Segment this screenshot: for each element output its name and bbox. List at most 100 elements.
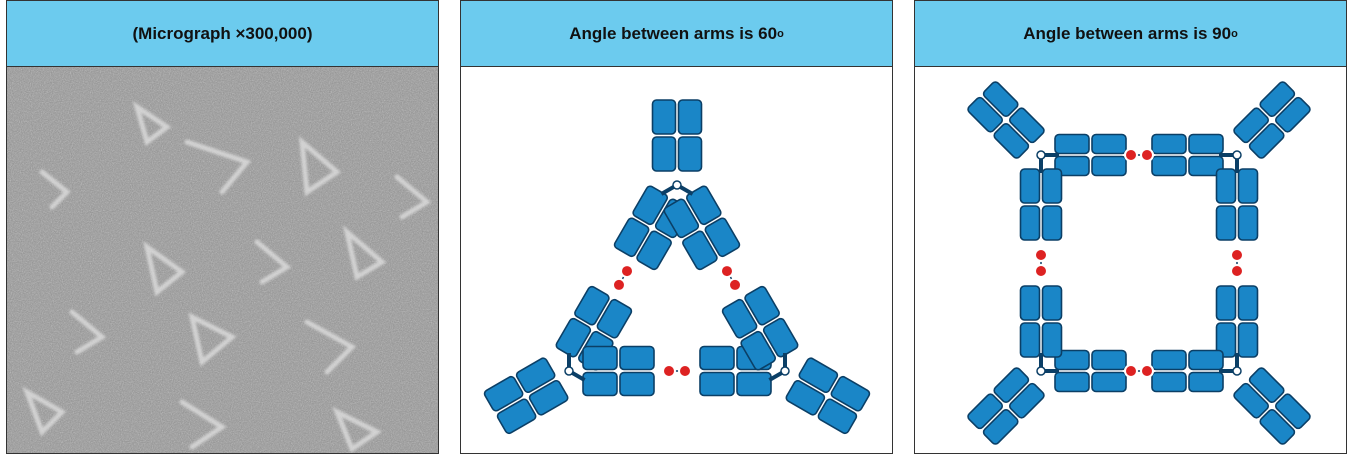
micrograph-caption-text: (Micrograph ×300,000) (132, 23, 313, 43)
domain-block (1274, 96, 1311, 133)
domain-block (1237, 322, 1259, 358)
disulfide-bond-icon (1034, 248, 1048, 278)
domain-block (1233, 107, 1270, 144)
domain-block (1248, 367, 1285, 404)
domain-block (993, 367, 1030, 404)
domain-block (1019, 285, 1041, 321)
domain-block (1091, 133, 1127, 155)
domain-block (574, 285, 610, 326)
domain-block (596, 298, 633, 339)
domain-block (1151, 133, 1187, 155)
domain-block (677, 136, 703, 172)
domain-block (1188, 155, 1224, 177)
domain-block (663, 198, 700, 239)
domain-block (1091, 371, 1127, 393)
fab-arm (651, 99, 703, 172)
domain-block (1041, 322, 1063, 358)
domain-block (496, 398, 537, 435)
fab-arm (1054, 349, 1127, 393)
square-caption-text: Angle between arms is 90 (1023, 23, 1232, 43)
fab-arm (785, 357, 871, 435)
hinge-icon (564, 353, 586, 382)
domain-block (1008, 107, 1045, 144)
disulfide-bond-icon (611, 264, 635, 292)
fab-arm (721, 285, 799, 371)
domain-block (721, 298, 758, 339)
domain-block (1091, 349, 1127, 371)
domain-block (1188, 371, 1224, 393)
fab-arm (1019, 168, 1063, 241)
domain-block (699, 371, 735, 397)
hinge-icon (660, 180, 694, 196)
domain-block (967, 393, 1004, 430)
domain-block (798, 357, 839, 394)
domain-block (982, 408, 1019, 445)
domain-block (736, 371, 772, 397)
micrograph-panel: (Micrograph ×300,000) (6, 0, 439, 454)
fab-arm (1151, 349, 1224, 393)
domain-block (762, 317, 799, 358)
domain-block (1054, 155, 1090, 177)
domain-block (1274, 393, 1311, 430)
disulfide-bond-icon (1124, 148, 1154, 162)
hinge-icon (768, 353, 790, 382)
hinge-icon (1036, 353, 1059, 376)
domain-block (1151, 349, 1187, 371)
domain-block (619, 345, 655, 371)
square-diagram (915, 67, 1346, 453)
domain-block (651, 99, 677, 135)
domain-block (619, 371, 655, 397)
triangle-diagram (461, 67, 892, 453)
domain-block (555, 317, 592, 358)
domain-block (1248, 122, 1285, 159)
domain-block (744, 285, 780, 326)
disulfide-bond-icon (1124, 364, 1154, 378)
domain-block (1041, 285, 1063, 321)
domain-block (704, 217, 741, 258)
domain-block (967, 96, 1004, 133)
fab-arm (1233, 367, 1311, 445)
micrograph-caption: (Micrograph ×300,000) (7, 1, 438, 67)
domain-block (982, 81, 1019, 118)
domain-block (1233, 382, 1270, 419)
disulfide-bond-icon (662, 364, 692, 378)
fab-arm (1215, 168, 1259, 241)
domain-block (699, 345, 735, 371)
square-antibody-tetramer (967, 81, 1311, 445)
fab-arm (967, 367, 1045, 445)
fab-arm (1054, 133, 1127, 177)
domain-block (1215, 285, 1237, 321)
domain-block (1237, 285, 1259, 321)
hinge-icon (1036, 150, 1059, 173)
domain-block (1008, 382, 1045, 419)
fab-arm (483, 357, 569, 435)
domain-block (740, 330, 777, 371)
fab-arm (1151, 133, 1224, 177)
domain-block (1151, 155, 1187, 177)
domain-block (1237, 168, 1259, 204)
fab-arm (1019, 285, 1063, 358)
domain-block (651, 136, 677, 172)
domain-block (1151, 371, 1187, 393)
domain-block (685, 185, 722, 226)
domain-block (1237, 205, 1259, 241)
domain-block (1215, 322, 1237, 358)
domain-block (1215, 168, 1237, 204)
domain-block (1041, 168, 1063, 204)
domain-block (1259, 81, 1296, 118)
disulfide-bond-icon (719, 264, 743, 292)
triangle-antibody-trimer (483, 99, 871, 435)
disulfide-bond-icon (1230, 248, 1244, 278)
domain-block (632, 185, 669, 226)
domain-block (1054, 133, 1090, 155)
domain-block (1019, 205, 1041, 241)
domain-block (1188, 349, 1224, 371)
fab-arm (967, 81, 1045, 159)
domain-block (785, 379, 826, 416)
hinge-icon (1219, 353, 1242, 376)
domain-block (528, 379, 569, 416)
domain-block (1054, 371, 1090, 393)
domain-block (1054, 349, 1090, 371)
